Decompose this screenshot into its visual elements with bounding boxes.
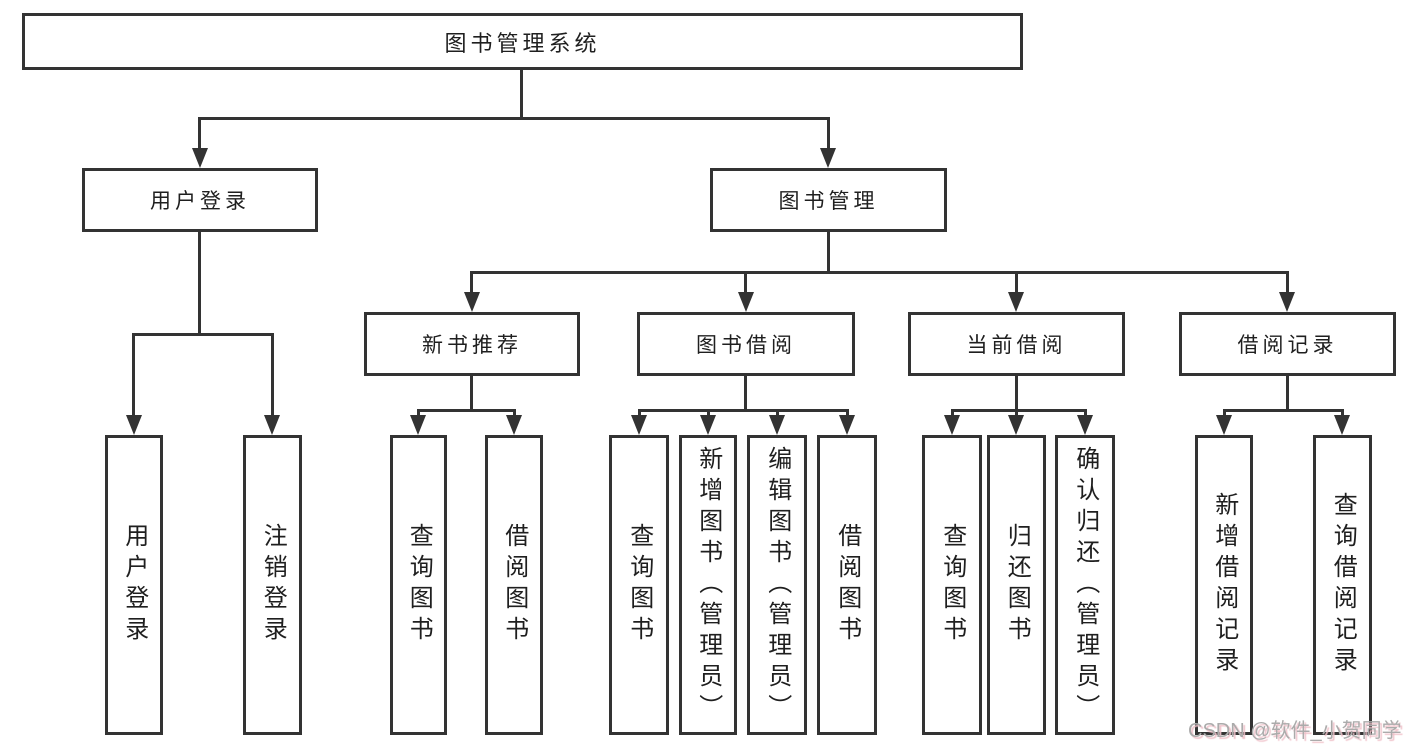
connector-borrow-stub-3 [776, 409, 779, 418]
arrow-down-icon [1008, 415, 1024, 435]
connector-records-stub-1 [1223, 409, 1226, 418]
connector-recommend-vline [470, 375, 473, 412]
arrow-down-icon [839, 415, 855, 435]
node-book-management: 图书管理 [710, 168, 947, 232]
arrow-down-icon [1216, 415, 1232, 435]
leaf-confirm-return-admin: 确认归还（管理员） [1055, 435, 1115, 735]
connector-mgmt-stub-1 [470, 271, 473, 294]
leaf-label: 查询图书 [405, 523, 433, 647]
leaf-label: 编辑图书（管理员） [763, 445, 791, 725]
connector-records-hline [1223, 409, 1343, 412]
node-current-borrow: 当前借阅 [908, 312, 1125, 376]
connector-borrow-vline [744, 375, 747, 412]
leaf-label: 借阅图书 [833, 523, 861, 647]
arrow-down-icon [738, 292, 754, 312]
leaf-logout: 注销登录 [243, 435, 302, 735]
leaf-add-borrow-record: 新增借阅记录 [1195, 435, 1253, 735]
watermark: CSDN @软件_小贺同学 [1188, 720, 1402, 742]
connector-current-stub-2 [1015, 409, 1018, 418]
leaf-query-books-recommend: 查询图书 [390, 435, 447, 735]
connector-root-hline [199, 117, 830, 120]
leaf-user-login: 用户登录 [105, 435, 163, 735]
arrow-down-icon [700, 415, 716, 435]
leaf-label: 用户登录 [120, 523, 148, 647]
leaf-label: 注销登录 [259, 523, 287, 647]
connector-root-stub-login [198, 117, 201, 150]
connector-borrow-hline [638, 409, 848, 412]
leaf-label: 新增图书（管理员） [694, 445, 722, 725]
arrow-down-icon [1334, 415, 1350, 435]
arrow-down-icon [1008, 292, 1024, 312]
connector-mgmt-hline [470, 271, 1289, 274]
connector-borrow-stub-1 [638, 409, 641, 418]
arrow-down-icon [264, 415, 280, 435]
leaf-label: 借阅图书 [500, 523, 528, 647]
connector-login-stub-1 [132, 333, 135, 417]
leaf-borrow-books-recommend: 借阅图书 [485, 435, 543, 735]
leaf-label: 新增借阅记录 [1210, 492, 1238, 678]
leaf-add-book-admin: 新增图书（管理员） [679, 435, 737, 735]
arrow-down-icon [820, 148, 836, 168]
connector-current-stub-1 [951, 409, 954, 418]
arrow-down-icon [192, 148, 208, 168]
connector-root-vline [520, 67, 523, 120]
node-library-system: 图书管理系统 [22, 13, 1023, 70]
leaf-label: 查询借阅记录 [1329, 492, 1357, 678]
connector-mgmt-vline [827, 231, 830, 274]
arrow-down-icon [1077, 415, 1093, 435]
leaf-query-borrow-record: 查询借阅记录 [1313, 435, 1372, 735]
connector-records-stub-2 [1341, 409, 1344, 418]
leaf-label: 查询图书 [938, 523, 966, 647]
leaf-borrow-books: 借阅图书 [817, 435, 877, 735]
arrow-down-icon [1279, 292, 1295, 312]
connector-login-vline [198, 231, 201, 336]
arrow-down-icon [126, 415, 142, 435]
connector-borrow-stub-4 [846, 409, 849, 418]
arrow-down-icon [944, 415, 960, 435]
connector-recommend-stub-2 [513, 409, 516, 418]
connector-recommend-hline [417, 409, 516, 412]
leaf-label: 确认归还（管理员） [1071, 445, 1099, 725]
connector-login-hline [133, 333, 274, 336]
arrow-down-icon [410, 415, 426, 435]
connector-current-hline [951, 409, 1086, 412]
connector-current-stub-3 [1084, 409, 1087, 418]
arrow-down-icon [464, 292, 480, 312]
node-borrow-records: 借阅记录 [1179, 312, 1396, 376]
connector-login-stub-2 [271, 333, 274, 417]
arrow-down-icon [769, 415, 785, 435]
node-book-borrow: 图书借阅 [637, 312, 855, 376]
leaf-label: 查询图书 [625, 523, 653, 647]
leaf-edit-book-admin: 编辑图书（管理员） [747, 435, 807, 735]
leaf-query-books-borrow: 查询图书 [609, 435, 669, 735]
arrow-down-icon [506, 415, 522, 435]
connector-recommend-stub-1 [417, 409, 420, 418]
leaf-label: 归还图书 [1003, 523, 1031, 647]
connector-root-stub-mgmt [827, 117, 830, 150]
node-user-login: 用户登录 [82, 168, 318, 232]
connector-records-vline [1286, 375, 1289, 412]
arrow-down-icon [631, 415, 647, 435]
leaf-return-book: 归还图书 [987, 435, 1046, 735]
connector-borrow-stub-2 [707, 409, 710, 418]
connector-mgmt-stub-2 [744, 271, 747, 294]
node-new-book-recommend: 新书推荐 [364, 312, 580, 376]
connector-current-vline [1015, 375, 1018, 412]
leaf-query-books-current: 查询图书 [922, 435, 982, 735]
connector-mgmt-stub-4 [1286, 271, 1289, 294]
connector-mgmt-stub-3 [1015, 271, 1018, 294]
